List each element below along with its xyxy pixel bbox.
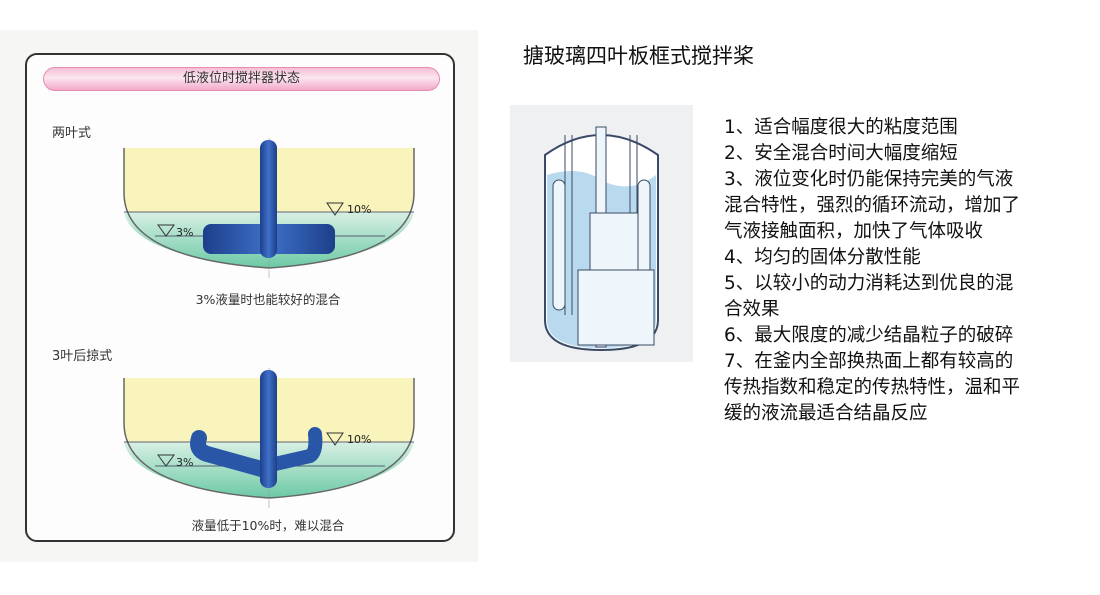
feature-line: 气液接触面积，加快了气体吸收 <box>724 221 984 242</box>
level-3-label: 3% <box>176 226 193 239</box>
impeller-blade <box>190 430 273 478</box>
impeller-blade <box>268 427 323 471</box>
figure-title: 低液位时搅拌器状态 <box>43 67 440 91</box>
section-label-three-blade: 3叶后掠式 <box>52 349 113 364</box>
feature-line: 缓的液流最适合结晶反应 <box>724 403 928 424</box>
shaft <box>260 140 277 258</box>
feature-list: 1、适合幅度很大的粘度范围 2、安全混合时间大幅度缩短 3、液位变化时仍能保持完… <box>724 115 1084 427</box>
feature-line: 5、以较小的动力消耗达到优良的混 <box>724 273 1014 294</box>
feature-line: 4、均匀的固体分散性能 <box>724 247 921 268</box>
section-label-two-blade: 两叶式 <box>52 126 92 141</box>
caption-two-blade: 3%液量时也能较好的混合 <box>195 292 341 307</box>
level-10-label: 10% <box>347 203 371 216</box>
impeller-illustration <box>510 105 693 362</box>
shaft <box>260 370 277 488</box>
page-title: 搪玻璃四叶板框式搅拌桨 <box>523 44 754 68</box>
two-blade-vessel-diagram: 10% 3% <box>123 138 415 278</box>
feature-line: 6、最大限度的减少结晶粒子的破碎 <box>724 325 1014 346</box>
level-10-label: 10% <box>347 433 371 446</box>
feature-line: 2、安全混合时间大幅度缩短 <box>724 143 958 164</box>
three-blade-vessel-diagram: 10% 3% <box>123 368 415 508</box>
feature-line: 1、适合幅度很大的粘度范围 <box>724 117 958 138</box>
feature-line: 3、液位变化时仍能保持完美的气液 <box>724 169 1014 190</box>
feature-line: 7、在釜内全部换热面上都有较高的 <box>724 351 1014 372</box>
level-3-label: 3% <box>176 456 193 469</box>
feature-line: 合效果 <box>724 299 780 320</box>
caption-three-blade: 液量低于10%时，难以混合 <box>191 518 345 533</box>
feature-line: 传热指数和稳定的传热特性，温和平 <box>724 377 1021 398</box>
feature-line: 混合特性，强烈的循环流动，增加了 <box>724 195 1021 216</box>
